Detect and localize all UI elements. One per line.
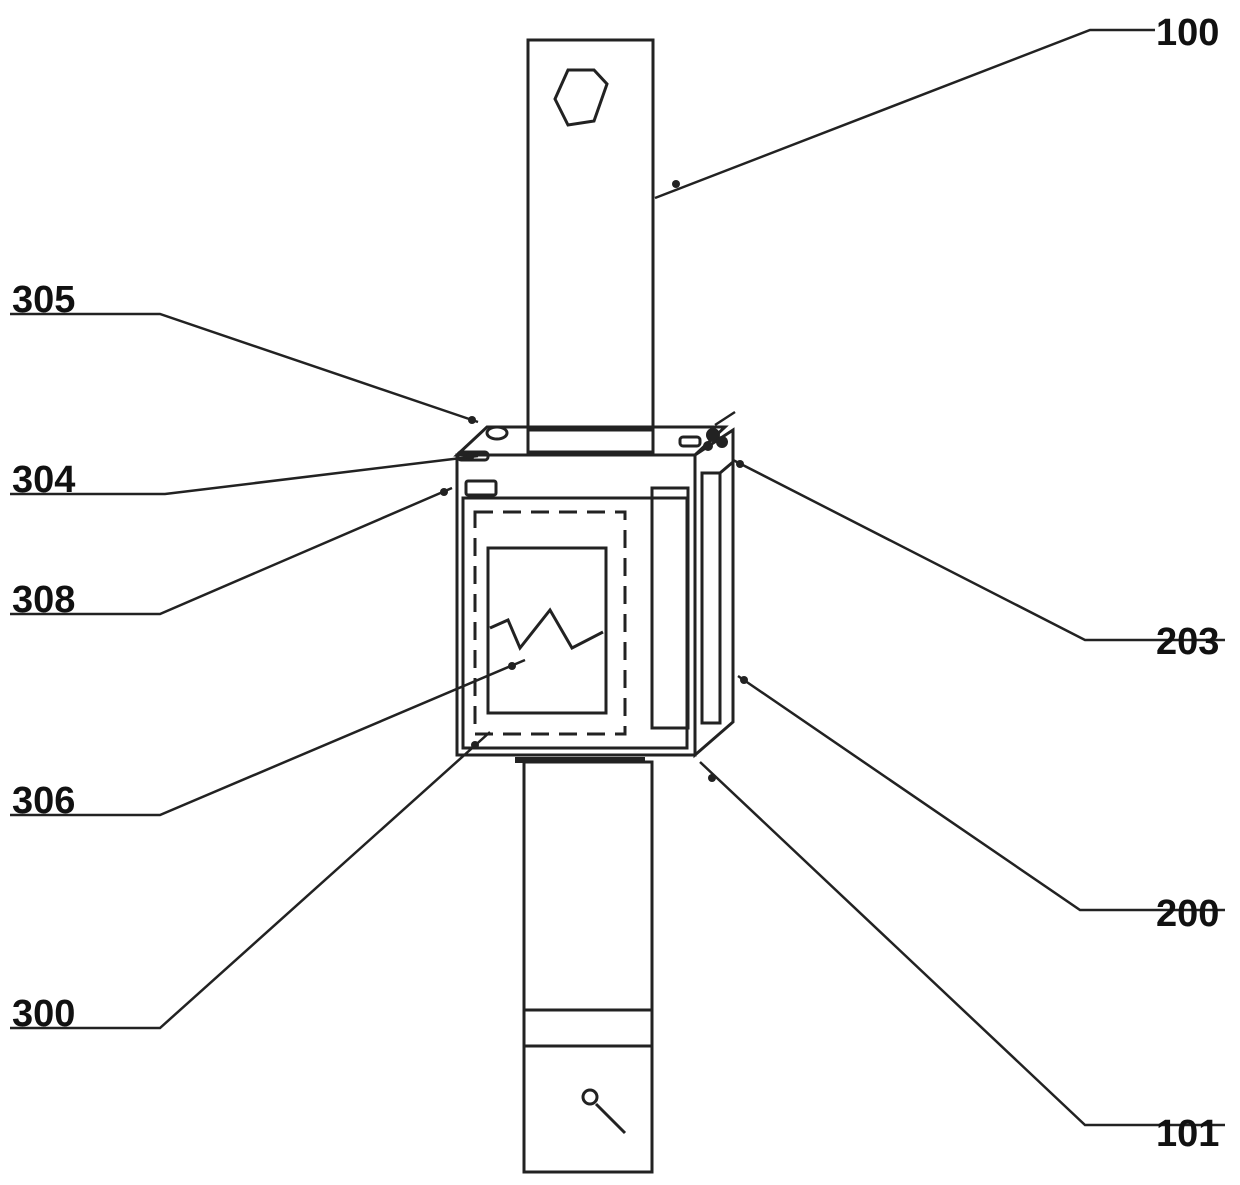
strap-insert-top — [528, 430, 653, 452]
waveform-line — [490, 610, 603, 648]
leader-200 — [738, 676, 1225, 910]
side-panel — [652, 488, 688, 728]
watch-body — [457, 412, 735, 755]
leader-100 — [655, 30, 1155, 198]
label-100: 100 — [1156, 12, 1219, 54]
display-screen — [488, 548, 606, 713]
label-306: 306 — [12, 780, 75, 822]
small-button — [466, 481, 496, 495]
reference-labels: 100 305 304 308 306 300 203 200 101 — [12, 12, 1219, 1155]
leader-308 — [10, 488, 452, 614]
lower-strap — [515, 760, 652, 1172]
hexagon-hole — [555, 70, 607, 125]
top-button — [487, 427, 507, 439]
leader-101 — [700, 762, 1225, 1125]
leader-305 — [10, 314, 478, 422]
buckle-pin-icon — [583, 1090, 597, 1104]
label-203: 203 — [1156, 621, 1219, 663]
label-300: 300 — [12, 993, 75, 1035]
label-200: 200 — [1156, 893, 1219, 935]
body-front-face — [457, 455, 695, 755]
label-305: 305 — [12, 279, 75, 321]
dashed-display-area — [475, 512, 625, 734]
leader-lines — [10, 30, 1225, 1125]
leader-304 — [10, 456, 478, 494]
label-101: 101 — [1156, 1113, 1219, 1155]
leader-203 — [733, 460, 1225, 640]
label-308: 308 — [12, 579, 75, 621]
label-304: 304 — [12, 459, 75, 501]
side-slot — [702, 473, 720, 723]
leader-306 — [10, 660, 525, 815]
upper-strap — [528, 40, 653, 452]
connector-cluster — [680, 412, 735, 451]
